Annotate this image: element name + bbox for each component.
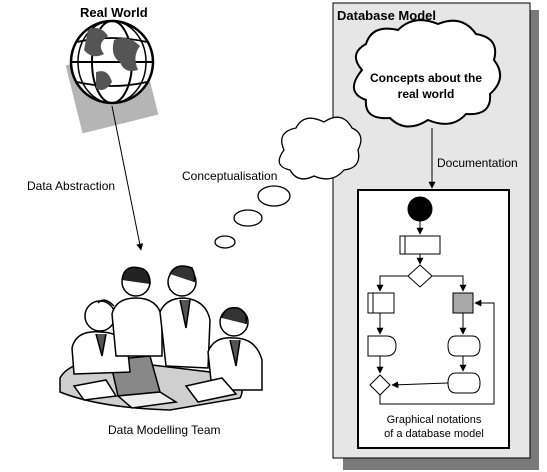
real-world-title: Real World (80, 5, 148, 20)
concepts-cloud (353, 19, 501, 128)
database-model-title: Database Model (337, 8, 436, 23)
documentation-label: Documentation (437, 156, 518, 170)
abstraction-arrow (111, 105, 144, 251)
data-modelling-team-label: Data Modelling Team (108, 423, 221, 437)
thought-cloud-icon (214, 116, 362, 249)
flowchart-icon (367, 196, 495, 405)
notation-caption-line2: of a database model (384, 428, 484, 440)
globe-icon (65, 19, 159, 134)
data-abstraction-label: Data Abstraction (27, 179, 116, 193)
notation-caption-line1: Graphical notations (386, 414, 482, 426)
notation-box (357, 189, 510, 449)
team-illustration-icon (59, 265, 263, 411)
concepts-cloud-text: Concepts about the real world (369, 71, 482, 101)
conceptualisation-label: Conceptualisation (182, 169, 278, 183)
